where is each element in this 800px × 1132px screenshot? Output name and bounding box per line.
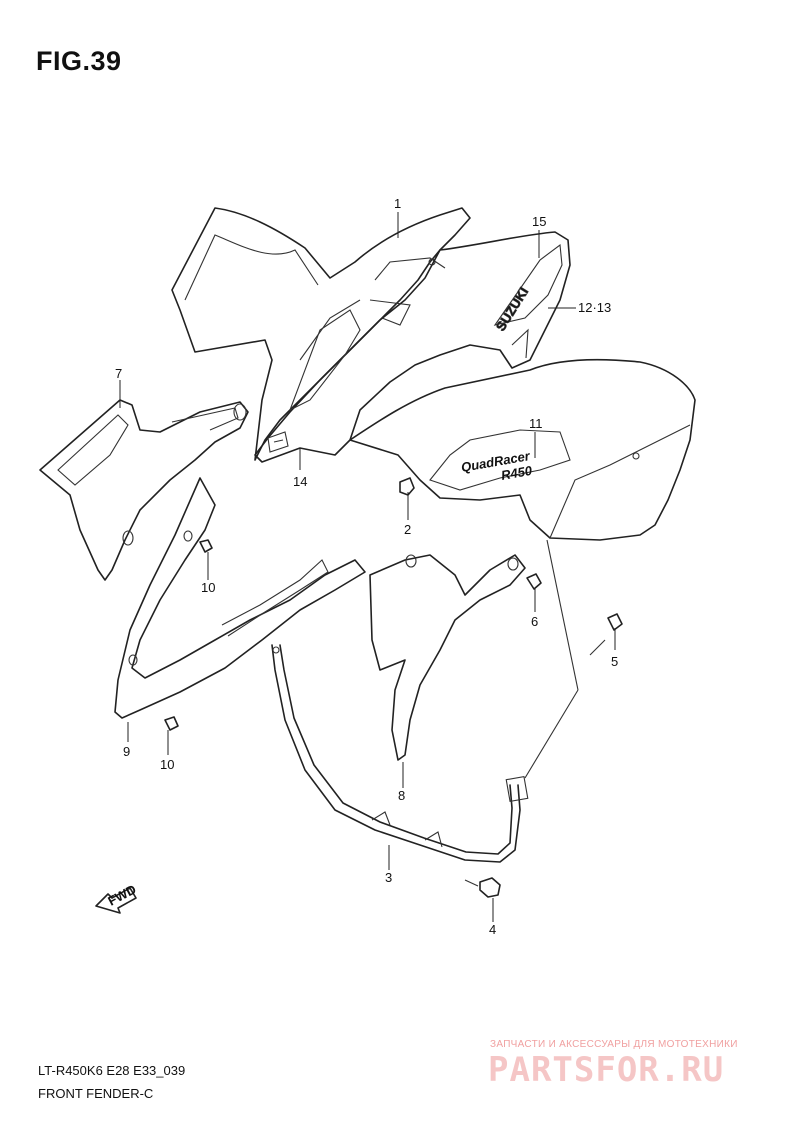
part-14-decal[interactable] bbox=[267, 431, 289, 453]
callout-14: 14 bbox=[293, 474, 307, 489]
quadracer-decal-line2: R450 bbox=[500, 463, 534, 483]
watermark-tagline: ЗАПЧАСТИ И АКСЕССУАРЫ ДЛЯ МОТОТЕХНИКИ bbox=[490, 1039, 738, 1050]
fwd-arrow-icon: FWD bbox=[95, 882, 139, 914]
callout-10-upper: 10 bbox=[201, 580, 215, 595]
figure-title: FIG.39 bbox=[36, 46, 122, 76]
callout-11: 11 bbox=[529, 416, 543, 431]
callout-numbers: 1 15 12·13 7 11 14 2 10 6 5 9 10 8 3 4 bbox=[115, 196, 618, 937]
part-10-screw-lower[interactable] bbox=[164, 716, 179, 731]
part-9-lower-side-panel[interactable] bbox=[114, 477, 366, 719]
part-8-inner-panel[interactable] bbox=[369, 554, 526, 761]
callout-10-lower: 10 bbox=[160, 757, 174, 772]
callout-6: 6 bbox=[531, 614, 538, 629]
part-3-bracket[interactable] bbox=[271, 644, 529, 863]
fwd-label: FWD bbox=[105, 882, 138, 909]
callout-12-13: 12·13 bbox=[578, 300, 611, 315]
part-4-bolt[interactable] bbox=[464, 877, 501, 898]
leader-lines bbox=[119, 212, 616, 922]
drawing-code: LT-R450K6 E28 E33_039 bbox=[38, 1063, 186, 1078]
callout-7: 7 bbox=[115, 366, 122, 381]
part-6-clip[interactable] bbox=[526, 573, 542, 590]
part-2-clip[interactable] bbox=[399, 477, 415, 496]
callout-15: 15 bbox=[532, 214, 546, 229]
callout-8: 8 bbox=[398, 788, 405, 803]
part-15-side-cover[interactable]: SUZUKI bbox=[254, 231, 571, 463]
callout-1: 1 bbox=[394, 196, 401, 211]
callout-5: 5 bbox=[611, 654, 618, 669]
drawing-name: FRONT FENDER-C bbox=[38, 1086, 154, 1101]
watermark-logo: PARTSFOR.RU bbox=[488, 1050, 725, 1090]
callout-9: 9 bbox=[123, 744, 130, 759]
part-11-fender-side[interactable]: QuadRacer R450 bbox=[349, 358, 696, 541]
part-10-screw-upper[interactable] bbox=[199, 539, 213, 553]
part-1-front-fender-cover[interactable] bbox=[171, 207, 471, 461]
callout-3: 3 bbox=[385, 870, 392, 885]
part-7-side-panel[interactable] bbox=[39, 399, 249, 581]
callout-4: 4 bbox=[489, 922, 496, 937]
suzuki-decal-text: SUZUKI bbox=[493, 285, 531, 334]
part-5-clip[interactable] bbox=[607, 613, 623, 631]
callout-2: 2 bbox=[404, 522, 411, 537]
